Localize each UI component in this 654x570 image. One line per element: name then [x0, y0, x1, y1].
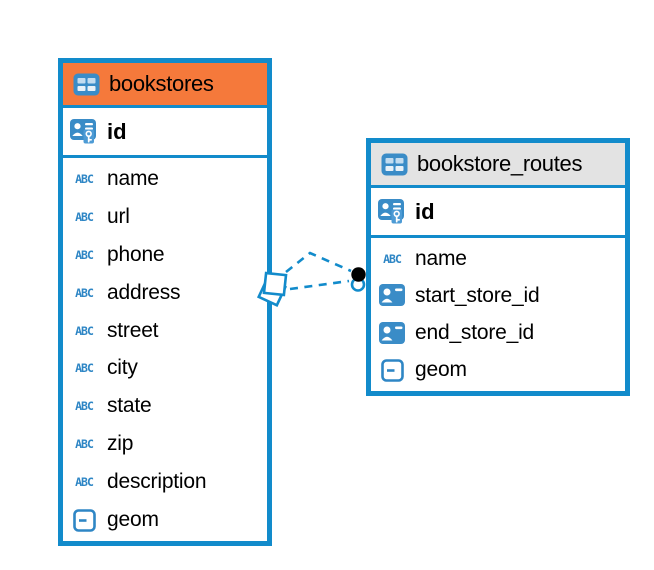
column-list: ABC name ABC url ABC phone ABC address A…: [63, 158, 267, 541]
column-name: name: [415, 246, 467, 270]
column-row[interactable]: ABC phone: [63, 236, 267, 274]
column-name: address: [107, 280, 181, 304]
table-bookstore-routes[interactable]: bookstore_routes id ABC name start_store…: [366, 138, 630, 396]
table-bookstore-routes-header[interactable]: bookstore_routes: [371, 143, 625, 188]
table-icon: [72, 73, 100, 96]
relationship-line-2[interactable]: [289, 279, 350, 291]
column-row[interactable]: ABC name: [63, 160, 267, 198]
column-list: ABC name start_store_id end_store_id geo…: [371, 238, 625, 391]
table-bookstores[interactable]: bookstores id ABC name ABC url ABC phone…: [58, 58, 272, 546]
column-row[interactable]: start_store_id: [371, 277, 625, 314]
text-type-icon: ABC: [383, 251, 402, 266]
reference-type-icon: [378, 322, 406, 345]
geometry-type-icon: [70, 509, 98, 532]
column-name: city: [107, 356, 138, 380]
column-row[interactable]: ABC street: [63, 312, 267, 350]
text-type-icon: ABC: [75, 171, 94, 186]
primary-key-row[interactable]: id: [63, 108, 267, 158]
column-name: zip: [107, 432, 134, 456]
table-bookstores-header[interactable]: bookstores: [63, 63, 267, 108]
table-icon: [380, 153, 408, 176]
table-title: bookstores: [109, 71, 214, 96]
column-row[interactable]: ABC city: [63, 350, 267, 388]
column-name: state: [107, 394, 152, 418]
primary-key-row[interactable]: id: [371, 188, 625, 238]
text-type-icon: ABC: [75, 475, 94, 490]
text-type-icon: ABC: [75, 437, 94, 452]
column-name: start_store_id: [415, 283, 540, 307]
column-name: id: [415, 198, 435, 224]
relationship-target-marker[interactable]: [350, 267, 366, 292]
column-name: phone: [107, 242, 165, 266]
column-row[interactable]: ABC name: [371, 240, 625, 277]
column-name: geom: [415, 358, 467, 382]
column-name: geom: [107, 508, 159, 532]
text-type-icon: ABC: [75, 361, 94, 376]
text-type-icon: ABC: [75, 399, 94, 414]
relationship-line-1[interactable]: [285, 251, 352, 274]
reference-type-icon: [378, 284, 406, 307]
column-row[interactable]: ABC address: [63, 274, 267, 312]
column-row[interactable]: geom: [371, 352, 625, 389]
column-row[interactable]: end_store_id: [371, 315, 625, 352]
column-row[interactable]: ABC url: [63, 198, 267, 236]
text-type-icon: ABC: [75, 323, 94, 338]
column-name: name: [107, 166, 159, 190]
column-name: id: [107, 118, 127, 144]
geometry-type-icon: [378, 359, 406, 382]
column-name: end_store_id: [415, 321, 535, 345]
column-row[interactable]: ABC description: [63, 463, 267, 501]
column-name: description: [107, 470, 207, 494]
column-name: street: [107, 318, 159, 342]
text-type-icon: ABC: [75, 209, 94, 224]
table-title: bookstore_routes: [417, 151, 583, 176]
column-row[interactable]: ABC zip: [63, 425, 267, 463]
text-type-icon: ABC: [75, 285, 94, 300]
column-row[interactable]: ABC state: [63, 387, 267, 425]
primary-key-icon: [378, 199, 406, 224]
column-name: url: [107, 204, 130, 228]
primary-key-icon: [70, 119, 98, 144]
text-type-icon: ABC: [75, 247, 94, 262]
column-row[interactable]: geom: [63, 501, 267, 539]
